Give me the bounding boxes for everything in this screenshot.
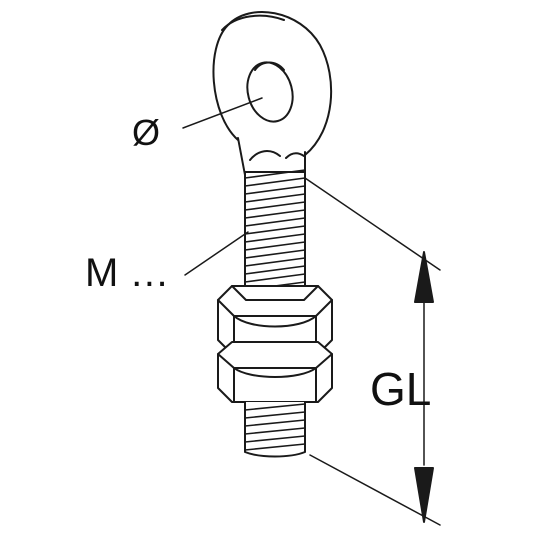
thread-leader (184, 231, 249, 276)
diameter-label: Ø (132, 112, 161, 153)
grip-length-dimension (414, 251, 434, 523)
diameter-leader (182, 97, 263, 129)
thread-end (244, 401, 306, 458)
dimension-extension-top (304, 177, 441, 271)
thread-size-label: M … (85, 251, 170, 295)
threaded-shank (244, 169, 306, 303)
hex-nut-upper (217, 285, 333, 355)
dimension-extension-bottom (309, 454, 441, 526)
eye-ring (212, 11, 333, 162)
hex-nut-lower (217, 341, 333, 403)
grip-length-label: GL (370, 363, 432, 415)
